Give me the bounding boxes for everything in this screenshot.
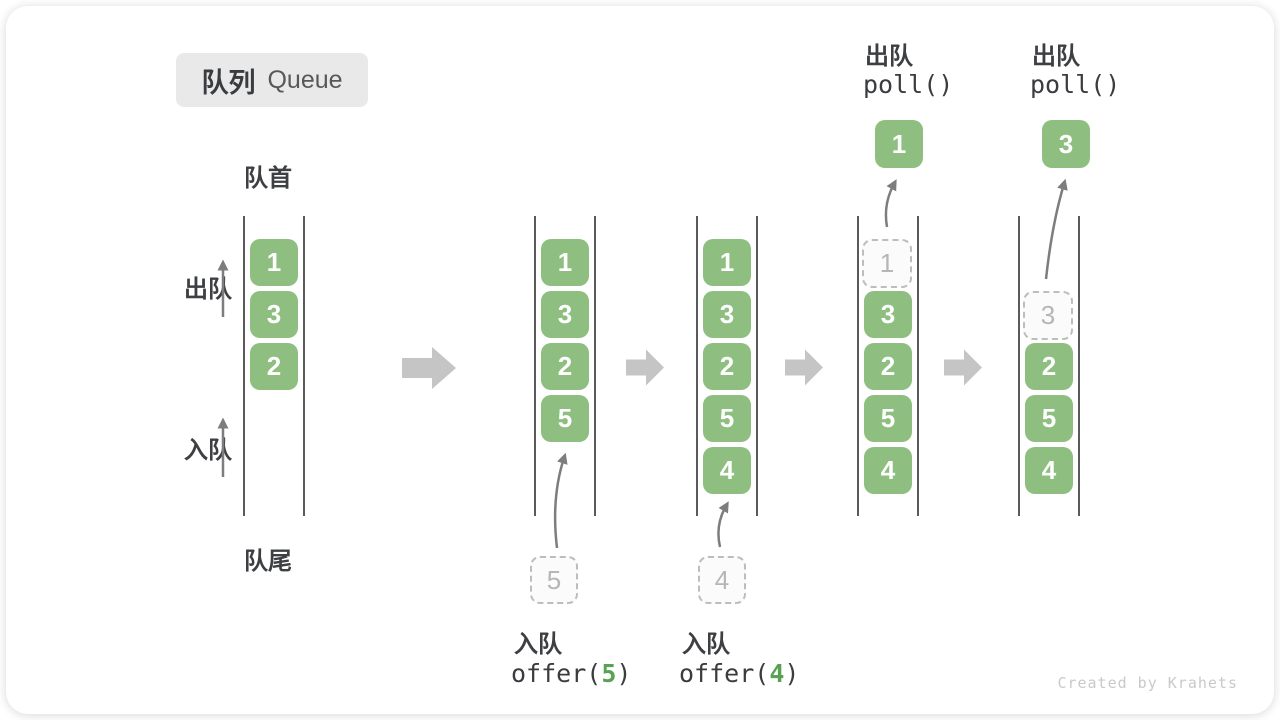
enqueue-op-code: offer(4) <box>679 659 799 688</box>
queue-cell: 2 <box>541 343 589 390</box>
queue-cell: 3 <box>250 291 298 338</box>
dequeue-op-code: poll() <box>863 70 954 99</box>
queue-cell: 3 <box>864 291 912 338</box>
queue-cell: 1 <box>250 239 298 286</box>
dequeued-value-box: 1 <box>875 120 923 168</box>
queue-cell: 2 <box>250 343 298 390</box>
queue-cell: 5 <box>541 395 589 442</box>
enqueue-op-label: 入队 <box>682 631 730 658</box>
queue-cell: 5 <box>703 395 751 442</box>
queue-state-2: 1 3 2 5 <box>534 216 596 516</box>
code-text: offer( <box>679 659 770 688</box>
watermark: Created by Krahets <box>1057 674 1238 692</box>
queue-state-1: 1 3 2 <box>243 216 305 516</box>
code-arg: 5 <box>601 659 617 688</box>
label-queue-front: 队首 <box>244 165 292 192</box>
queue-cell: 1 <box>703 239 751 286</box>
queue-state-5: 3 2 5 4 <box>1018 216 1080 516</box>
queue-cell-removed: 1 <box>862 239 912 288</box>
code-text: offer( <box>511 659 602 688</box>
code-text: ) <box>784 659 800 688</box>
enqueue-op-code: offer(5) <box>511 659 631 688</box>
arrows-layer <box>217 178 1068 549</box>
enqueue-op-label: 入队 <box>514 631 562 658</box>
queue-cell: 2 <box>864 343 912 390</box>
title-en: Queue <box>267 65 343 94</box>
queue-cell: 5 <box>1025 395 1073 442</box>
enqueue-pending-box: 4 <box>698 556 746 604</box>
queue-cell-removed: 3 <box>1023 291 1073 340</box>
step-arrow-icon <box>402 347 456 389</box>
queue-cell: 3 <box>541 291 589 338</box>
dequeue-op-label: 出队 <box>1032 43 1080 70</box>
queue-cell: 4 <box>864 447 912 494</box>
queue-cell: 2 <box>1025 343 1073 390</box>
queue-cell: 4 <box>1025 447 1073 494</box>
queue-cell: 5 <box>864 395 912 442</box>
step-arrow-icon <box>785 349 823 386</box>
step-arrow-icon <box>944 349 982 386</box>
queue-cell: 2 <box>703 343 751 390</box>
queue-state-4: 1 3 2 5 4 <box>857 216 919 516</box>
queue-cell: 3 <box>703 291 751 338</box>
figure-card: 队列 Queue 队首 队尾 出队 入队 <box>6 6 1274 714</box>
title-zh: 队列 <box>201 67 256 98</box>
step-arrow-icon <box>626 349 664 386</box>
dequeue-op-label: 出队 <box>865 43 913 70</box>
dequeue-op-code: poll() <box>1030 70 1121 99</box>
title-box: 队列 Queue <box>176 53 368 107</box>
code-text: ) <box>616 659 632 688</box>
enqueue-pending-box: 5 <box>530 556 578 604</box>
code-arg: 4 <box>769 659 785 688</box>
queue-state-3: 1 3 2 5 4 <box>696 216 758 516</box>
queue-cell: 4 <box>703 447 751 494</box>
label-queue-rear: 队尾 <box>244 548 292 575</box>
label-dequeue-side: 出队 <box>184 276 232 303</box>
dequeued-value-box: 3 <box>1042 120 1090 168</box>
label-enqueue-side: 入队 <box>184 437 232 464</box>
queue-cell: 1 <box>541 239 589 286</box>
